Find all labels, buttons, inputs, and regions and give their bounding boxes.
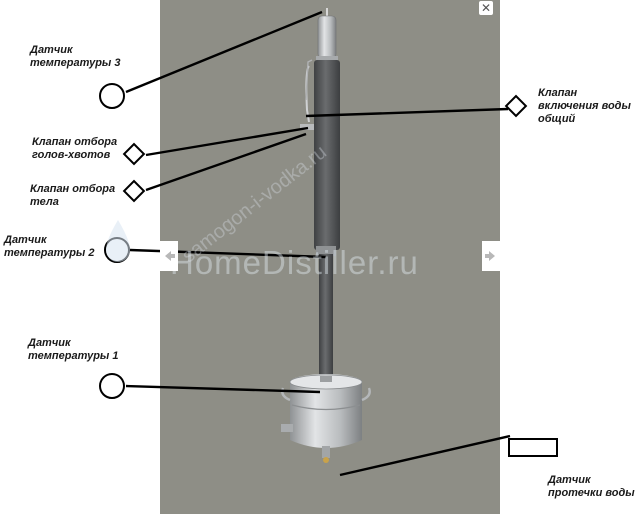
label-line: Датчик (28, 337, 71, 349)
label-temp-sensor-1: Датчик температуры 1 (28, 337, 118, 363)
label-line: Клапан отбора (32, 136, 118, 148)
marker-temp-sensor-1 (99, 373, 125, 399)
label-line: включения воды (538, 100, 631, 112)
watermark-main: HomeDistiller.ru (170, 244, 419, 281)
label-water-valve-main: Клапан включения воды общий (538, 87, 631, 126)
label-body-valve: Клапан отбора тела (30, 183, 115, 209)
top-vent-pin (326, 8, 328, 18)
close-button[interactable]: ✕ (479, 1, 493, 15)
leader-temp-sensor-1 (125, 384, 321, 394)
label-line: протечки воды (548, 487, 635, 499)
marker-heads-valve (122, 142, 146, 166)
drain-tap (323, 457, 329, 463)
label-line: тела (30, 196, 59, 208)
drain-valve (322, 446, 330, 458)
close-icon: ✕ (480, 1, 492, 15)
marker-leak-sensor (508, 438, 558, 457)
arrow-left-icon (165, 251, 175, 261)
leader-body-valve (145, 132, 307, 192)
label-line: температуры 2 (4, 247, 95, 259)
column-joint (316, 246, 336, 256)
label-temp-sensor-3: Датчик температуры 3 (30, 44, 120, 70)
boiler-handle-right (361, 387, 371, 402)
label-line: Датчик (4, 234, 47, 246)
label-line: общий (538, 113, 576, 125)
leader-heads-valve (145, 126, 309, 157)
previous-image-button[interactable] (160, 241, 178, 271)
boiler-fitting (281, 424, 293, 432)
label-line: голов-хвотов (32, 149, 111, 161)
lower-column (319, 254, 333, 382)
label-heads-tails-valve: Клапан отбора голов-хвотов (32, 136, 117, 162)
label-line: температуры 3 (30, 57, 121, 69)
marker-body-valve (122, 179, 146, 203)
label-line: Клапан (538, 87, 578, 99)
water-drop-watermark-icon (106, 220, 130, 262)
arrow-right-icon (485, 251, 495, 261)
marker-temp-sensor-3 (99, 83, 125, 109)
leader-water-valve (305, 107, 509, 118)
boiler-handle-left (281, 387, 291, 402)
marker-water-valve (504, 94, 528, 118)
label-line: Датчик (548, 474, 591, 486)
label-line: Датчик (30, 44, 73, 56)
leader-temp-sensor-3 (125, 10, 323, 94)
label-line: температуры 1 (28, 350, 119, 362)
label-temp-sensor-2: Датчик температуры 2 (4, 234, 94, 260)
next-image-button[interactable] (482, 241, 500, 271)
label-leak-sensor: Датчик протечки воды (548, 474, 635, 500)
dephlegmator-top (317, 15, 337, 59)
boiler (290, 382, 362, 448)
upper-column (314, 60, 340, 250)
label-line: Клапан отбора (30, 183, 116, 195)
distillation-column (281, 8, 371, 463)
leader-leak-sensor (339, 434, 511, 477)
